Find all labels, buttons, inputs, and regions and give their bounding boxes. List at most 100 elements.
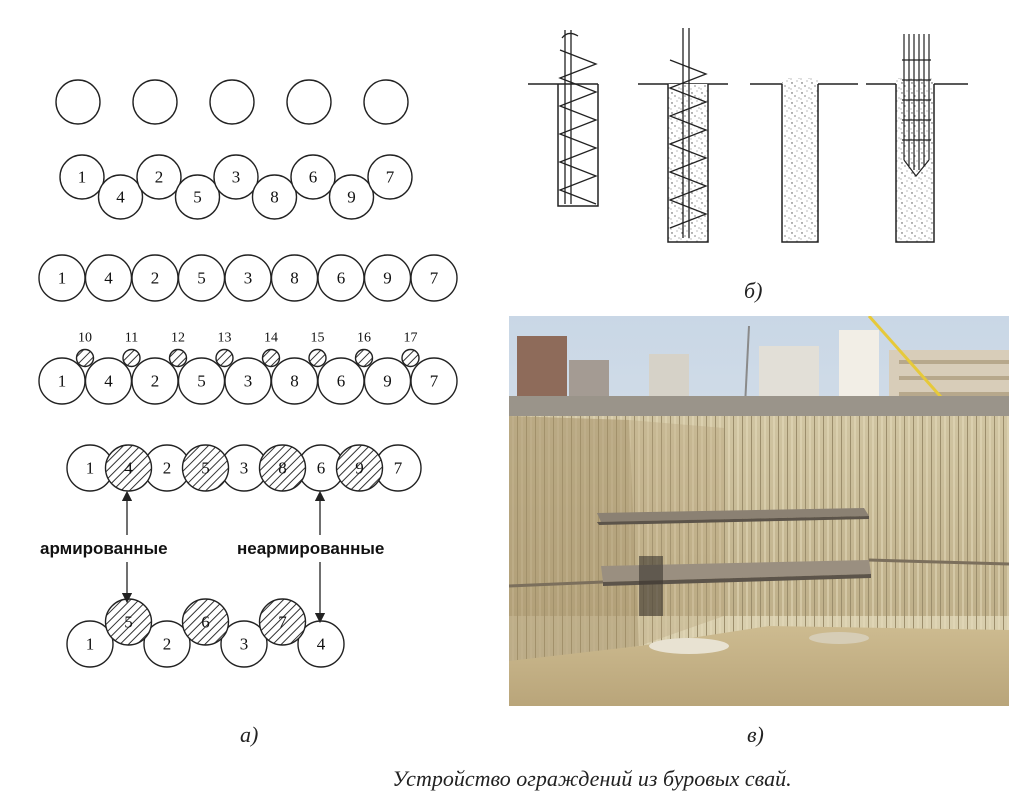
pile-circle (55, 79, 101, 125)
pile-circle (213, 154, 259, 200)
grout-column-circle (401, 348, 420, 368)
pile-number: 1 (86, 459, 95, 478)
pile-circle (363, 79, 409, 125)
pile-number: 8 (290, 269, 299, 288)
pile-number: 3 (244, 269, 253, 288)
grout-column-circle (122, 348, 141, 368)
row-tangent-piles: 1 4 2 5 3 8 6 9 7 (38, 254, 458, 302)
pile-circle (367, 154, 413, 200)
pile-number: 9 (347, 188, 356, 207)
pile-number: 3 (232, 168, 241, 187)
pile-number: 3 (244, 372, 253, 391)
pile-number: 6 (337, 372, 346, 391)
pile-number: 6 (201, 613, 210, 632)
label-reinforced: армированные (40, 539, 168, 558)
pile-number: 2 (151, 269, 160, 288)
pile-number: 4 (104, 269, 113, 288)
struts (509, 508, 1009, 588)
pile-circle (220, 620, 268, 668)
construction-site-photo (509, 316, 1009, 706)
pile-circle (66, 620, 114, 668)
label-b: б) (744, 278, 763, 303)
pile-number: 12 (171, 331, 185, 346)
row-separate-piles (55, 79, 409, 125)
grout-column-circle (168, 348, 188, 368)
pile-number: 7 (278, 613, 287, 632)
grout-column-circle (354, 348, 374, 368)
reinforcement-cage-icon (902, 34, 931, 177)
grout-column-circle (75, 348, 95, 368)
pile-number: 17 (404, 331, 418, 346)
pile-number: 1 (58, 372, 67, 391)
pile-number: 13 (218, 331, 232, 346)
pile-number: 2 (151, 372, 160, 391)
pile-number: 2 (155, 168, 164, 187)
pile-number: 8 (290, 372, 299, 391)
step-4-reinforcement-cage (866, 34, 968, 243)
pile-number: 6 (309, 168, 318, 187)
pile-number: 4 (317, 635, 326, 654)
pile-circle (97, 174, 144, 220)
rotation-arrow-icon (561, 32, 579, 39)
pile-number: 3 (240, 635, 249, 654)
pile-number: 1 (78, 168, 87, 187)
pile-number: 7 (394, 459, 403, 478)
pile-number: 5 (197, 372, 206, 391)
pile-number: 7 (430, 269, 439, 288)
pile-number: 5 (201, 459, 210, 478)
pile-circle (136, 154, 182, 200)
grout-column-circle (215, 348, 234, 368)
pile-number: 5 (197, 269, 206, 288)
pile-circle (174, 174, 221, 220)
pile-number: 4 (124, 459, 133, 478)
reinforced-pile-circle (181, 444, 230, 492)
pile-number: 7 (430, 372, 439, 391)
pile-number: 11 (125, 331, 138, 346)
reinforced-pile-circle (258, 598, 307, 646)
auger-spiral-icon (558, 49, 598, 205)
pile-circle (290, 154, 336, 200)
pile-number: 6 (317, 459, 326, 478)
pile-number: 1 (86, 635, 95, 654)
reinforced-pile-circle (335, 444, 384, 492)
reinforcement-legend: армированные неармированные (40, 490, 384, 624)
pile-number: 1 (58, 269, 67, 288)
pile-circle (132, 79, 178, 125)
pile-number: 10 (78, 331, 92, 346)
grout-column-circle (308, 348, 327, 368)
pile-circle (410, 254, 458, 302)
label-a: а) (240, 722, 259, 747)
pile-number: 6 (337, 269, 346, 288)
pile-circle (209, 79, 255, 125)
pile-number: 5 (124, 613, 133, 632)
pile-number: 4 (116, 188, 125, 207)
pile-circle (410, 357, 458, 405)
pile-number: 9 (383, 372, 392, 391)
pile-number: 2 (163, 635, 172, 654)
pile-circle (328, 174, 375, 220)
pile-number: 14 (264, 331, 278, 346)
pile-circle (143, 620, 191, 668)
step-2-auger-depth (638, 28, 728, 243)
grout-column-circle (261, 348, 281, 368)
reinforced-pile-circle (258, 444, 307, 492)
step-3-concreting (750, 78, 858, 243)
pile-circle (286, 79, 332, 125)
pile-number: 16 (357, 331, 371, 346)
label-v: в) (747, 722, 764, 747)
pile-number: 4 (104, 372, 113, 391)
pile-number: 7 (386, 168, 395, 187)
pile-number: 5 (193, 188, 202, 207)
pile-circle (251, 174, 298, 220)
reinforced-pile-circle (181, 598, 230, 646)
pile-circle (59, 154, 105, 200)
figure-caption: Устройство ограждений из буровых свай. (392, 766, 792, 791)
row-secant-piles-staggered: 1 5 2 6 3 7 4 (66, 598, 345, 668)
pile-number: 3 (240, 459, 249, 478)
pile-number: 15 (311, 331, 325, 346)
pile-number: 9 (383, 269, 392, 288)
